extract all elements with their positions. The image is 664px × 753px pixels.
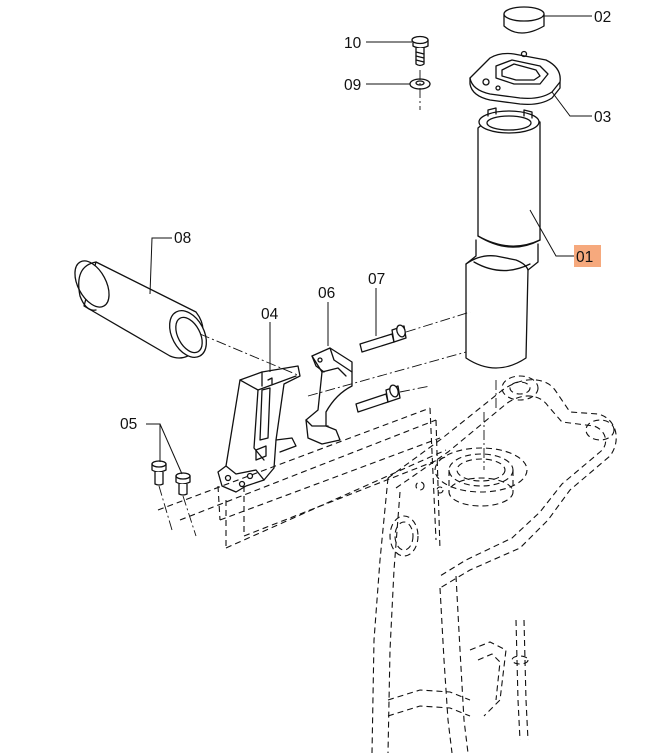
callout-09[interactable]: 09	[344, 77, 361, 94]
part-10-small-bolt	[411, 35, 429, 67]
part-05-screw-right	[175, 472, 191, 496]
steering-frame	[371, 375, 617, 753]
part-05-screw-left	[151, 460, 167, 486]
callout-10[interactable]: 10	[344, 35, 362, 52]
part-07-bolt-upper	[359, 324, 407, 353]
part-04-bracket	[217, 365, 301, 493]
callout-08[interactable]: 08	[174, 230, 191, 247]
callout-07[interactable]: 07	[368, 271, 385, 288]
part-01-steering-tube	[465, 107, 541, 410]
callout-01-highlight	[574, 245, 601, 267]
part-08-sleeve	[74, 260, 208, 359]
projection-lines	[157, 407, 449, 551]
part-02-cap	[503, 6, 545, 34]
leader-lines	[146, 15, 592, 475]
part-07-bolt-lower	[355, 384, 401, 413]
callout-04[interactable]: 04	[261, 306, 279, 323]
callout-05[interactable]: 05	[120, 416, 137, 433]
callout-02[interactable]: 02	[594, 9, 611, 26]
part-03-top-plate	[469, 50, 561, 106]
callout-01[interactable]: 01	[576, 249, 593, 266]
callout-labels: 02 03 01 10 09 08 04 06 07 05	[120, 9, 611, 433]
callout-03[interactable]: 03	[594, 109, 611, 126]
callout-06[interactable]: 06	[318, 285, 335, 302]
assembly-centerlines	[158, 311, 485, 537]
part-06-clamp	[305, 347, 353, 445]
